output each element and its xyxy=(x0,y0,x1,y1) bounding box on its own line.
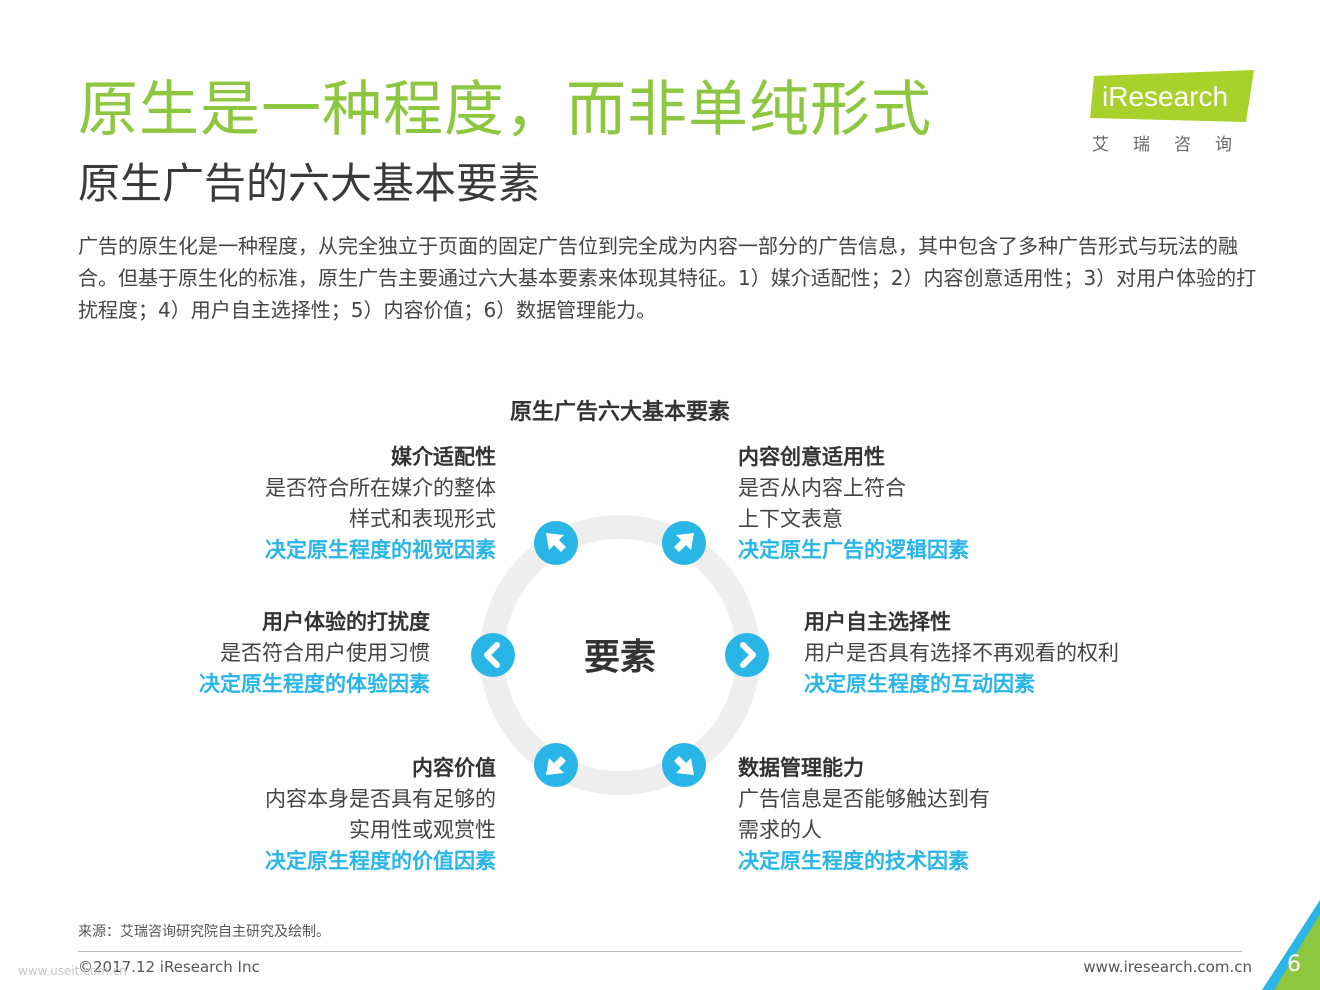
page-number: 6 xyxy=(1287,952,1301,977)
corner-decoration-icon xyxy=(1262,900,1320,990)
element-key-factor: 决定原生程度的体验因素 xyxy=(199,672,430,696)
logo-banner-icon xyxy=(1090,70,1254,122)
chevron-right-icon xyxy=(725,633,769,677)
center-label: 要素 xyxy=(583,637,656,678)
page-subtitle: 原生广告的六大基本要素 xyxy=(78,159,541,208)
element-desc: 是否符合用户使用习惯 xyxy=(220,641,430,665)
element-desc: 用户是否具有选择不再观看的权利 xyxy=(804,641,1119,665)
element-user-experience: 用户体验的打扰度 是否符合用户使用习惯 决定原生程度的体验因素 xyxy=(120,607,430,700)
element-desc: 广告信息是否能够触达到有 xyxy=(738,787,990,811)
element-key-factor: 决定原生程度的技术因素 xyxy=(738,849,969,873)
watermark-text: www.useit.com.cn xyxy=(18,964,127,978)
element-title: 媒介适配性 xyxy=(391,445,496,469)
intro-paragraph: 广告的原生化是一种程度，从完全独立于页面的固定广告位到完全成为内容一部分的广告信… xyxy=(78,234,1257,322)
diagram-title: 原生广告六大基本要素 xyxy=(509,400,730,425)
element-content-creativity: 内容创意适用性 是否从内容上符合 上下文表意 决定原生广告的逻辑因素 xyxy=(738,442,1068,566)
page-title: 原生是一种程度，而非单纯形式 xyxy=(78,75,932,145)
footer-divider xyxy=(78,951,1242,952)
arrow-down-right-icon xyxy=(662,743,706,787)
element-title: 用户自主选择性 xyxy=(804,610,951,634)
element-desc: 是否从内容上符合 xyxy=(738,476,906,500)
element-desc: 实用性或观赏性 xyxy=(349,818,496,842)
element-content-value: 内容价值 内容本身是否具有足够的 实用性或观赏性 决定原生程度的价值因素 xyxy=(180,753,496,877)
arrow-up-right-icon xyxy=(662,521,706,565)
element-desc: 上下文表意 xyxy=(738,507,843,531)
element-desc: 需求的人 xyxy=(738,818,822,842)
element-data-management: 数据管理能力 广告信息是否能够触达到有 需求的人 决定原生程度的技术因素 xyxy=(738,753,1068,877)
element-title: 内容创意适用性 xyxy=(738,445,885,469)
element-key-factor: 决定原生程度的价值因素 xyxy=(265,849,496,873)
arrow-up-left-icon xyxy=(534,521,578,565)
element-desc: 是否符合所在媒介的整体 xyxy=(265,476,496,500)
element-title: 用户体验的打扰度 xyxy=(262,610,430,634)
arrow-down-left-icon xyxy=(534,743,578,787)
element-key-factor: 决定原生程度的互动因素 xyxy=(804,672,1035,696)
element-title: 内容价值 xyxy=(412,756,496,780)
element-key-factor: 决定原生程度的视觉因素 xyxy=(265,538,496,562)
element-title: 数据管理能力 xyxy=(738,756,864,780)
website-link[interactable]: www.iresearch.com.cn xyxy=(1083,958,1252,976)
element-media-fit: 媒介适配性 是否符合所在媒介的整体 样式和表现形式 决定原生程度的视觉因素 xyxy=(180,442,496,566)
element-desc: 内容本身是否具有足够的 xyxy=(265,787,496,811)
chevron-left-icon xyxy=(471,633,515,677)
logo-brand-text: iResearch xyxy=(1102,81,1229,112)
element-key-factor: 决定原生广告的逻辑因素 xyxy=(738,538,969,562)
source-note: 来源：艾瑞咨询研究院自主研究及绘制。 xyxy=(78,924,330,940)
element-user-choice: 用户自主选择性 用户是否具有选择不再观看的权利 决定原生程度的互动因素 xyxy=(804,607,1164,700)
copyright-text: ©2017.12 iResearch Inc xyxy=(78,958,260,976)
element-desc: 样式和表现形式 xyxy=(349,507,496,531)
logo-chinese-text: 艾瑞咨询 xyxy=(1092,135,1256,155)
iresearch-logo: iResearch 艾瑞咨询 xyxy=(1090,68,1260,158)
